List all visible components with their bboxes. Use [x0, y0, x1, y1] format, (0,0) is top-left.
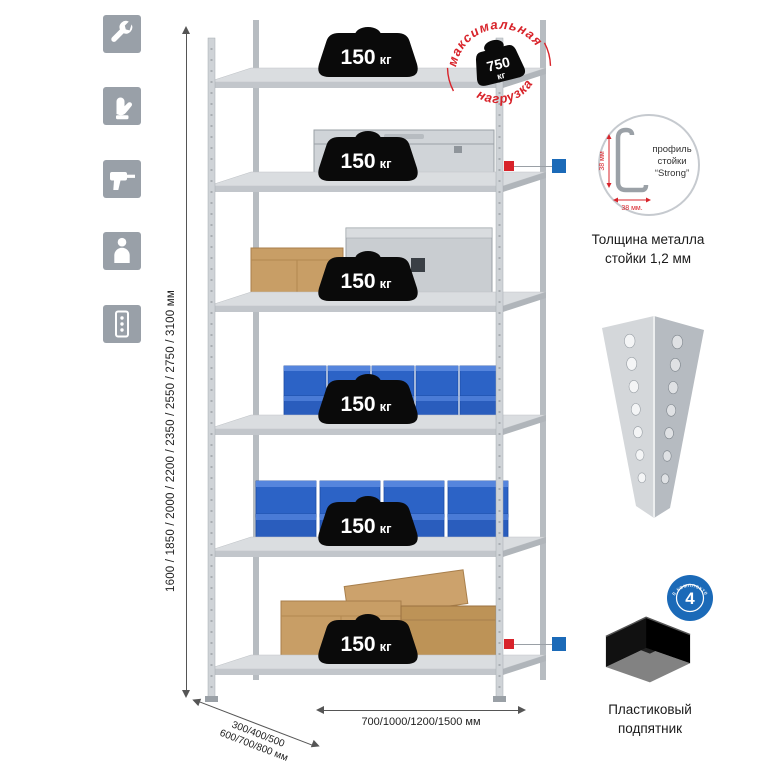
plastic-foot-label: Пластиковый подпятник: [556, 700, 744, 738]
max-load-stamp: максимальная нагрузка 750 кг: [440, 8, 552, 120]
thickness-line-2: стойки 1,2 мм: [604, 251, 692, 266]
gloves-icon-tile: [103, 87, 141, 125]
svg-text:4: 4: [685, 589, 695, 608]
red-marker: [504, 161, 514, 171]
post-profile-callout: 38 мм 38 мм. профиль стойки “Strong”: [598, 114, 700, 216]
height-dimension-line: [186, 28, 187, 694]
arrow-down-icon: [182, 690, 190, 698]
plastic-foot-photo: [605, 616, 691, 683]
metal-thickness-note: Толщина металла стойки 1,2 мм: [556, 230, 740, 268]
profile-dim-vertical: 38 мм: [599, 151, 606, 171]
thickness-line-1: Толщина металла: [591, 232, 705, 247]
wrench-icon: [111, 20, 133, 42]
arrow-up-icon: [182, 26, 190, 34]
drill-icon: [110, 172, 135, 190]
arrow-left-icon: [316, 706, 324, 714]
wrench-icon-tile: [103, 15, 141, 53]
height-dimension-label: 1600 / 1850 / 2000 / 2200 / 2350 / 2550 …: [165, 290, 177, 592]
profile-label-2: стойки: [657, 156, 686, 167]
person-icon: [114, 237, 130, 263]
arrow-right-icon: [518, 706, 526, 714]
width-dimension-line: [318, 710, 524, 711]
post-photo: [602, 316, 704, 518]
gloves-icon: [116, 97, 133, 120]
blue-marker: [552, 159, 566, 173]
rack-post-icon-tile: [103, 305, 141, 343]
foot-label-line-1: Пластиковый: [608, 702, 692, 717]
post-profile-drawing: [615, 127, 649, 193]
svg-text:кг: кг: [496, 70, 507, 82]
svg-text:750: 750: [485, 53, 512, 74]
rack-post-icon: [115, 310, 129, 338]
front-posts: [205, 37, 506, 702]
drill-icon-tile: [103, 160, 141, 198]
profile-dim-horizontal: 38 мм.: [621, 205, 642, 212]
profile-label-1: профиль: [652, 144, 691, 155]
person-icon-tile: [103, 232, 141, 270]
foot-label-line-2: подпятник: [617, 721, 683, 736]
width-dimension-label: 700/1000/1200/1500 мм: [361, 716, 481, 728]
connector-line: [512, 644, 560, 645]
red-marker: [504, 639, 514, 649]
quantity-badge: в комплекте 4: [667, 575, 713, 621]
profile-label-3: “Strong”: [655, 168, 689, 179]
depth-dimension-label: 300/400/500 600/700/800 мм: [218, 719, 290, 764]
connector-line: [512, 166, 560, 167]
blue-marker: [552, 637, 566, 651]
